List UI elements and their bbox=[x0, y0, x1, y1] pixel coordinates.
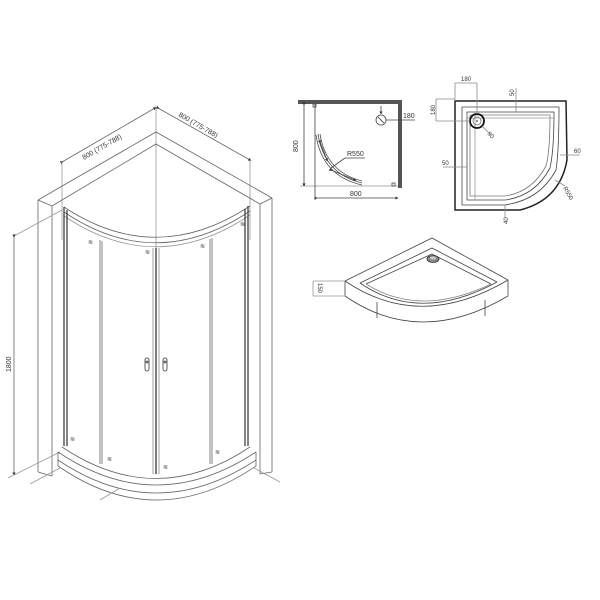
svg-text:≋: ≋ bbox=[145, 250, 150, 256]
left-wall bbox=[13, 200, 63, 477]
width-right-label: 800 (775-788) bbox=[177, 112, 219, 140]
tray-bottom-rim-label: 40 bbox=[504, 217, 510, 224]
plan-radius-label: R550 bbox=[347, 151, 364, 158]
svg-text:≋: ≋ bbox=[70, 437, 75, 443]
tray-plan-view bbox=[435, 82, 580, 218]
tray-drain-diameter-label: 90 bbox=[486, 131, 495, 140]
svg-text:≋: ≋ bbox=[88, 240, 93, 246]
tray-height-label: 150 bbox=[316, 283, 322, 294]
door-handles bbox=[144, 357, 168, 372]
roller-marks: ≋ ≋ ≋ ≋ ≋ ≋ ≋ ≋ bbox=[70, 222, 245, 471]
tray-left-rim-label: 50 bbox=[442, 161, 449, 167]
top-curved-rail bbox=[63, 205, 251, 248]
enclosure-isometric-view: ≋ ≋ ≋ ≋ ≋ ≋ ≋ ≋ bbox=[7, 105, 281, 501]
plan-drain-offset-label: 180 bbox=[403, 113, 415, 120]
right-wall bbox=[259, 198, 273, 475]
plan-width-label: 800 bbox=[350, 191, 362, 198]
height-dimension bbox=[7, 234, 61, 479]
svg-text:≋: ≋ bbox=[215, 450, 220, 456]
plan-depth-label: 800 bbox=[293, 140, 300, 152]
height-label: 1800 bbox=[6, 356, 13, 372]
tray-top-rim-label: 50 bbox=[510, 89, 516, 96]
tray-drain-y-label: 180 bbox=[431, 104, 437, 115]
right-wall bbox=[398, 100, 402, 188]
bottom-tray bbox=[29, 446, 281, 501]
side-posts bbox=[63, 206, 249, 446]
panel-divisions bbox=[99, 238, 213, 474]
svg-text:≋: ≋ bbox=[240, 222, 245, 228]
wall-top-outline bbox=[37, 131, 273, 207]
svg-text:≋: ≋ bbox=[200, 244, 205, 250]
tray-radius-label: R550 bbox=[561, 186, 574, 202]
svg-text:≋: ≋ bbox=[107, 457, 112, 463]
tray-right-rim-label: 60 bbox=[574, 149, 581, 155]
svg-text:≋: ≋ bbox=[163, 465, 168, 471]
plan-view bbox=[298, 100, 415, 200]
width-left-label: 800 (775-788) bbox=[82, 134, 124, 162]
tray-drain-x-label: 180 bbox=[461, 77, 472, 83]
top-wall bbox=[298, 100, 402, 104]
tray-3d-view bbox=[312, 237, 509, 323]
